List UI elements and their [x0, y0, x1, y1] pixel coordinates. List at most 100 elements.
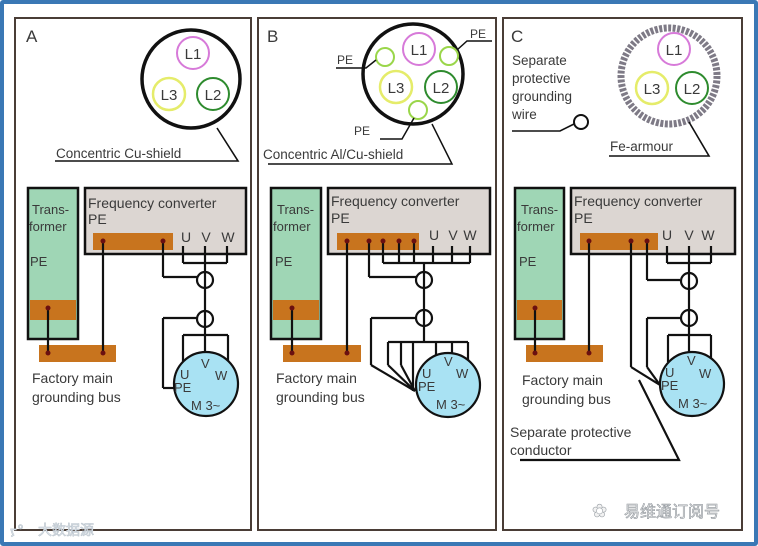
conductor-l3	[151, 76, 187, 112]
conductor-l2	[424, 70, 458, 104]
watermark-left: ᠶ° 大数据源	[10, 523, 95, 540]
conductor-label-1: Separate protective	[510, 424, 632, 440]
converter-pe-label: PE	[88, 211, 107, 227]
transformer: Trans- former PE	[513, 186, 566, 341]
conductor-label-l1: L1	[185, 46, 202, 63]
conductor-label-l2: L2	[433, 80, 450, 97]
motor: U V W PE M 3~	[172, 350, 240, 418]
transformer-label-1: Trans-	[521, 202, 558, 217]
motor-name: M 3~	[436, 397, 466, 412]
bus-label-1: Factory main	[522, 372, 603, 388]
conductor-label-l1: L1	[411, 42, 428, 59]
frequency-converter: Frequency converter PE U V W	[83, 186, 248, 256]
conductor-label-l2: L2	[205, 87, 222, 104]
conductor-l1	[402, 32, 436, 66]
motor-pe: PE	[174, 380, 192, 395]
terminal-w: W	[463, 227, 477, 243]
frequency-converter: Frequency converter PE U V W	[326, 186, 492, 256]
converter-pe-bar	[580, 233, 658, 250]
transformer-pe-label: PE	[275, 254, 293, 269]
conductor-l1	[176, 36, 210, 70]
converter-title: Frequency converter	[88, 195, 217, 211]
wiring	[290, 241, 472, 392]
panel-letter: A	[26, 27, 38, 46]
transformer-label-2: former	[273, 219, 311, 234]
panel-letter: B	[267, 27, 278, 46]
converter-pe-label: PE	[574, 210, 593, 226]
conductor-l2	[675, 71, 709, 105]
terminal-w: W	[701, 227, 715, 243]
terminal-w: W	[221, 229, 235, 245]
connection-dots	[532, 238, 650, 356]
bus-label-1: Factory main	[32, 370, 113, 386]
cable-label: Concentric Al/Cu-shield	[263, 147, 403, 162]
transformer-pe-bar	[273, 300, 319, 320]
converter-pe-label: PE	[331, 210, 350, 226]
terminal-u: U	[662, 227, 672, 243]
bus-label-2: grounding bus	[32, 389, 121, 405]
conductor-label-l3: L3	[161, 87, 178, 104]
wire-label-2: protective	[512, 71, 571, 86]
conductor-pe	[439, 46, 459, 66]
bus-label-1: Factory main	[276, 370, 357, 386]
panel-a: A L1 L3 L2 Concentric Cu-shield Trans- f…	[14, 17, 252, 531]
motor-u: U	[422, 366, 431, 381]
conductor-pe	[408, 100, 428, 120]
transformer-pe-bar	[517, 300, 562, 320]
conductor-label-l2: L2	[684, 81, 701, 98]
terminal-u: U	[181, 229, 191, 245]
wire-label-1: Separate	[512, 53, 567, 68]
motor: U V W PE M 3~	[414, 351, 482, 419]
transformer: Trans- former PE	[26, 186, 80, 341]
watermark-text-right: 易维通订阅号	[624, 502, 720, 521]
connection-dots	[289, 238, 417, 356]
watermark-text-left: 大数据源	[38, 523, 94, 539]
conductor-l1	[657, 32, 691, 66]
motor-v: V	[687, 353, 696, 368]
motor: U V W PE M 3~	[658, 350, 726, 418]
wiring	[46, 241, 230, 390]
motor-u: U	[665, 365, 674, 380]
transformer: Trans- former PE	[269, 186, 323, 341]
motor-u: U	[180, 367, 189, 382]
transformer-label-2: former	[517, 219, 555, 234]
conductor-pe	[375, 47, 395, 67]
motor-w: W	[456, 366, 469, 381]
factory-grounding-bus	[39, 345, 116, 362]
motor-v: V	[201, 356, 210, 371]
bus-label-2: grounding bus	[276, 389, 365, 405]
converter-title: Frequency converter	[331, 193, 460, 209]
conductor-label-l1: L1	[666, 42, 683, 59]
transformer-label-1: Trans-	[277, 202, 314, 217]
wechat-icon: ✿	[592, 501, 607, 522]
panel-b: B L1 L3 L2 PE PE PE Concentric Al/Cu-shi…	[257, 17, 497, 531]
terminal-u: U	[429, 227, 439, 243]
cable-cross-section: L1 L3 L2 Fe-armour	[609, 24, 721, 157]
transformer-pe-bar	[30, 300, 76, 320]
panel-c: C Separate protective grounding wire L1 …	[502, 17, 743, 531]
motor-w: W	[699, 366, 712, 381]
terminal-v: V	[448, 227, 458, 243]
motor-name: M 3~	[191, 398, 221, 413]
separate-grounding-wire-symbol	[573, 114, 589, 130]
transformer-label-2: former	[29, 219, 67, 234]
transformer-pe-label: PE	[519, 254, 537, 269]
conductor-label-2: conductor	[510, 442, 572, 458]
wiring	[520, 241, 713, 462]
connection-dots	[45, 238, 166, 356]
watermark-logo-icon: ᠶ°	[10, 523, 24, 539]
factory-grounding-bus	[526, 345, 603, 362]
motor-pe: PE	[661, 378, 679, 393]
cable-label: Fe-armour	[610, 139, 674, 154]
factory-grounding-bus	[283, 345, 361, 362]
pe-label-left: PE	[337, 53, 353, 67]
motor-pe: PE	[418, 379, 436, 394]
frequency-converter: Frequency converter PE U V W	[569, 186, 737, 256]
watermark-right: ✿ 易维通订阅号	[592, 501, 721, 523]
conductor-l2	[196, 77, 230, 111]
pe-label-right: PE	[470, 27, 486, 41]
terminal-v: V	[201, 229, 211, 245]
wire-label-3: grounding	[512, 89, 572, 104]
conductor-label-l3: L3	[388, 80, 405, 97]
